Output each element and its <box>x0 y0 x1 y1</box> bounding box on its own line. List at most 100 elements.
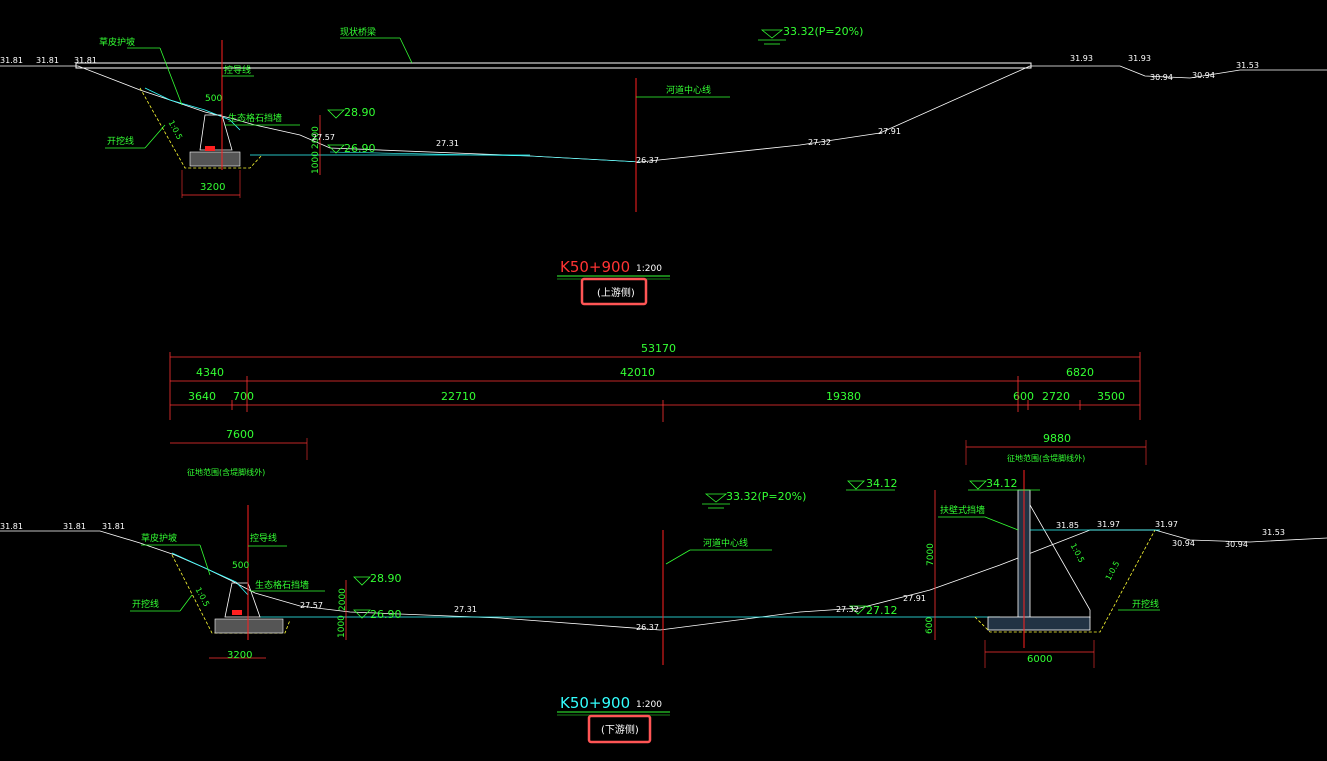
upper-callout-line <box>399 37 413 64</box>
lower-section: 53170 4340 42010 6820 3640 700 22710 193… <box>0 342 1327 744</box>
lower-wl-marker <box>847 480 865 490</box>
upper-title-scale: 1:200 <box>636 264 662 274</box>
upper-bed-label: 27.32 <box>808 138 831 147</box>
upper-dim-500-label: 500 <box>205 94 222 104</box>
lower-label-slope-right-2: 1:0.5 <box>1104 560 1122 582</box>
lower-flood-marker <box>704 493 728 503</box>
lower-dim-500-label: 500 <box>232 561 249 571</box>
lower-dim-row2-label: 2720 <box>1042 390 1070 403</box>
upper-side-highlight <box>580 277 648 306</box>
lower-ground-label: 31.97 <box>1155 520 1178 529</box>
upper-bed-label: 27.57 <box>312 133 335 142</box>
lower-wl-marker <box>353 609 371 619</box>
upper-ground-label: 31.81 <box>0 56 23 65</box>
upper-label-excavation: 开挖线 <box>107 135 134 147</box>
lower-dim-9880-label: 9880 <box>1043 432 1071 445</box>
upper-footing <box>189 151 241 167</box>
lower-dim-row2-label: 3640 <box>188 390 216 403</box>
lower-ground-label: 31.85 <box>1056 521 1079 530</box>
lower-wl-label: 27.12 <box>866 604 898 617</box>
upper-wl-2890: 28.90 <box>344 106 376 119</box>
lower-wl-label: 28.90 <box>370 572 402 585</box>
lower-dim-ticks <box>169 352 1141 422</box>
upper-title-station: K50+900 <box>560 258 630 276</box>
lower-dim-2000-label: 2000 <box>338 588 348 611</box>
lower-right-bank <box>974 529 1156 633</box>
upper-bed-label: 27.91 <box>878 127 901 136</box>
lower-bed-label: 27.91 <box>903 594 926 603</box>
upper-dim-2000-label: 2000 <box>311 126 321 149</box>
lower-bed-label: 27.31 <box>454 605 477 614</box>
lower-red-block <box>232 610 242 615</box>
lower-ground-label: 30.94 <box>1225 540 1248 549</box>
lower-dim-row2-label: 3500 <box>1097 390 1125 403</box>
lower-footing <box>214 618 284 634</box>
lower-ground-label: 30.94 <box>1172 539 1195 548</box>
lower-dim-row2-label: 600 <box>1013 390 1034 403</box>
lower-design-flood: 33.32(P=20%) <box>726 490 806 503</box>
upper-ground-label: 31.93 <box>1070 54 1093 63</box>
lower-wl-marker <box>849 605 867 615</box>
upper-design-flood: 33.32(P=20%) <box>783 25 863 38</box>
lower-dim-600-label: 600 <box>925 617 935 634</box>
upper-dim-1000-label: 1000 <box>311 151 321 174</box>
upper-gabion-wall <box>199 114 233 151</box>
lower-dim-7600-label: 7600 <box>226 428 254 441</box>
lower-wl-label: 34.12 <box>986 477 1018 490</box>
lower-dim-1000-label: 1000 <box>337 615 347 638</box>
lower-wl-label: 34.12 <box>866 477 898 490</box>
upper-section: 3200 2000 1000 500 28.90 26.90 33.32(P=2… <box>0 25 1327 306</box>
upper-bed-label: 26.37 <box>636 156 659 165</box>
lower-label-revetment: 草皮护坡 <box>141 532 177 544</box>
lower-ground-label: 31.53 <box>1262 528 1285 537</box>
lower-ground-label: 31.81 <box>102 522 125 531</box>
upper-label-control: 控导线 <box>224 64 251 76</box>
lower-wall-base <box>987 616 1091 631</box>
lower-bed-label: 27.32 <box>836 605 859 614</box>
lower-callout-line <box>665 549 691 565</box>
lower-title-station: K50+900 <box>560 694 630 712</box>
upper-flood-marker <box>760 29 784 39</box>
lower-label-slope-right: 1:0.5 <box>1069 542 1087 564</box>
lower-bed-label: 27.57 <box>300 601 323 610</box>
lower-wall-counterfort <box>1029 504 1091 618</box>
lower-dim-3200-label: 3200 <box>227 650 252 661</box>
upper-callout-line <box>159 47 183 106</box>
upper-ground-line <box>0 65 1327 163</box>
lower-ground-label: 31.81 <box>0 522 23 531</box>
lower-dim-overall-label: 53170 <box>641 342 676 355</box>
lower-label-slope: 1:0.5 <box>194 586 212 608</box>
lower-dim-row1-label: 4340 <box>196 366 224 379</box>
upper-ground-label: 31.93 <box>1128 54 1151 63</box>
upper-dim-3200-label: 3200 <box>200 182 225 193</box>
upper-label-slope: 1:0.5 <box>167 119 185 141</box>
lower-bed-label: 26.37 <box>636 623 659 632</box>
lower-label-river-center: 河道中心线 <box>703 537 748 549</box>
lower-callout-line <box>984 516 1019 531</box>
lower-left-bank <box>171 554 291 634</box>
lower-title-scale: 1:200 <box>636 700 662 710</box>
upper-bridge-deck <box>75 62 1032 69</box>
lower-dim-row2-label: 22710 <box>441 390 476 403</box>
lower-right-note: 征地范围(含堤脚线外) <box>1007 453 1085 463</box>
lower-wl-label: 26.90 <box>370 608 402 621</box>
lower-wl-marker <box>353 576 371 586</box>
lower-callout-line <box>179 594 193 612</box>
upper-wl-marker-1 <box>327 109 345 119</box>
upper-excavation <box>144 87 241 131</box>
lower-dim-row1-label: 6820 <box>1066 366 1094 379</box>
lower-gabion-wall <box>224 582 261 618</box>
upper-wl-marker-2 <box>327 144 345 154</box>
upper-callout-line <box>144 124 166 149</box>
lower-left-excavation <box>171 552 249 596</box>
lower-title-side: (下游侧) <box>601 723 639 736</box>
upper-label-river-center: 河道中心线 <box>666 84 711 96</box>
upper-label-revetment: 草皮护坡 <box>99 36 135 48</box>
lower-dim-row1-label: 42010 <box>620 366 655 379</box>
upper-ground-label: 30.94 <box>1192 71 1215 80</box>
lower-dim-row2-label: 19380 <box>826 390 861 403</box>
lower-label-control: 控导线 <box>250 532 277 544</box>
upper-red-block <box>205 146 215 151</box>
lower-dim-6000-label: 6000 <box>1027 654 1052 665</box>
lower-callout-line <box>199 544 211 576</box>
